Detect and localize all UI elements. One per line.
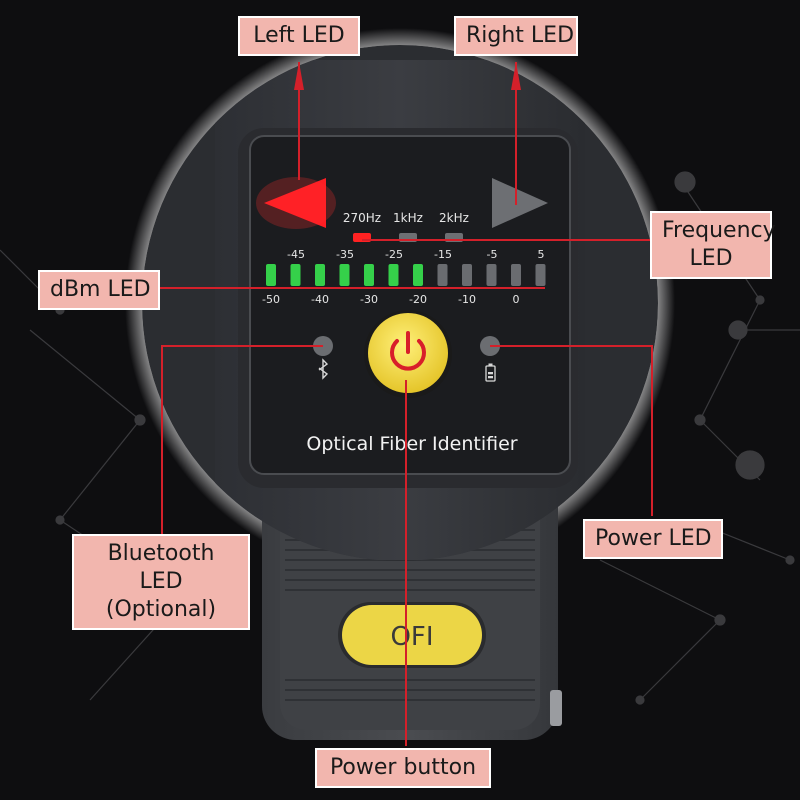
callout-frequency-line1: Frequency [662,218,776,243]
callout-left-led: Left LED [238,16,360,56]
dbm-led [315,264,325,286]
battery-icon [485,363,496,382]
callout-bluetooth-led: Bluetooth LED (Optional) [72,534,250,630]
dbm-led [486,264,497,286]
dbm-led [339,264,350,286]
ofi-button[interactable]: OFI [338,602,486,668]
dbm-led [290,264,301,286]
dbm-led [413,264,423,286]
dbm-led [511,264,521,286]
right-arrow-led-icon [492,178,548,228]
dbm-top-tick: 5 [538,248,545,261]
callout-dbm-led: dBm LED [38,270,160,310]
dbm-top-tick: -45 [287,248,305,261]
dbm-bottom-tick: -40 [311,293,329,306]
panel-title: Optical Fiber Identifier [306,433,517,455]
dbm-led [535,264,546,286]
dbm-led [266,264,276,286]
dbm-top-tick: -25 [385,248,403,261]
callout-power-button: Power button [315,748,491,788]
callout-bluetooth-line2: (Optional) [105,597,217,622]
dbm-bottom-tick: 0 [513,293,520,306]
power-button[interactable] [364,310,452,398]
dbm-bottom-scale: -50 -40 -30 -20 -10 0 [262,293,519,306]
callout-power-led: Power LED [583,519,723,559]
dbm-top-tick: -5 [487,248,498,261]
freq-label: 270Hz [343,211,381,225]
freq-label: 1kHz [393,211,423,225]
dbm-top-tick: -15 [434,248,452,261]
dbm-led [437,264,448,286]
dbm-leds [266,264,546,286]
dbm-bottom-tick: -10 [458,293,476,306]
dbm-led [388,264,399,286]
bluetooth-icon [318,358,329,380]
power-icon [390,331,426,371]
dbm-bottom-tick: -30 [360,293,378,306]
callout-bluetooth-line1: Bluetooth LED [107,541,215,594]
frequency-labels: 270Hz 1kHz 2kHz [343,211,469,225]
dbm-led [364,264,374,286]
dbm-top-scale: -45 -35 -25 -15 -5 5 [287,248,544,261]
dbm-bottom-tick: -50 [262,293,280,306]
dbm-led [462,264,472,286]
callout-right-led: Right LED [454,16,578,56]
left-arrow-led-icon [264,178,326,228]
ofi-button-label: OFI [390,622,433,652]
device-panel [249,135,571,475]
callout-frequency-line2: LED [689,246,733,271]
callout-frequency-led: Frequency LED [650,211,776,279]
freq-label: 2kHz [439,211,469,225]
dbm-bottom-tick: -20 [409,293,427,306]
dbm-top-tick: -35 [336,248,354,261]
